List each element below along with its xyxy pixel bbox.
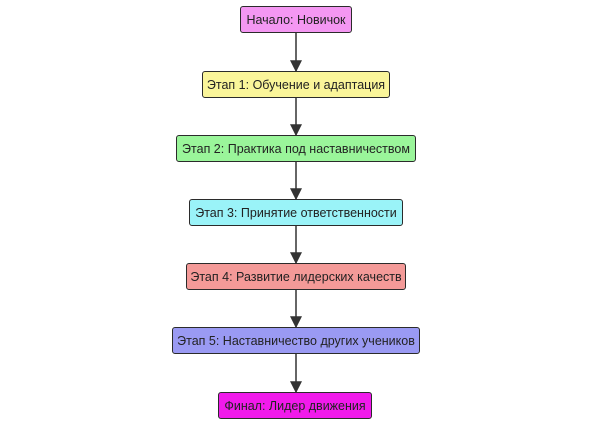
- node-final-label: Финал: Лидер движения: [224, 398, 366, 413]
- node-stage-5-label: Этап 5: Наставничество других учеников: [177, 333, 415, 348]
- node-stage-3-label: Этап 3: Принятие ответственности: [195, 205, 397, 220]
- node-stage-2: Этап 2: Практика под наставничеством: [176, 135, 416, 162]
- node-stage-4: Этап 4: Развитие лидерских качеств: [186, 263, 406, 290]
- node-start: Начало: Новичок: [240, 6, 352, 33]
- node-stage-4-label: Этап 4: Развитие лидерских качеств: [190, 269, 402, 284]
- node-final: Финал: Лидер движения: [218, 392, 372, 419]
- node-stage-5: Этап 5: Наставничество других учеников: [172, 327, 420, 354]
- node-stage-1: Этап 1: Обучение и адаптация: [202, 71, 390, 98]
- node-stage-2-label: Этап 2: Практика под наставничеством: [182, 141, 410, 156]
- node-stage-1-label: Этап 1: Обучение и адаптация: [206, 77, 386, 92]
- node-stage-3: Этап 3: Принятие ответственности: [189, 199, 403, 226]
- node-start-label: Начало: Новичок: [246, 12, 346, 27]
